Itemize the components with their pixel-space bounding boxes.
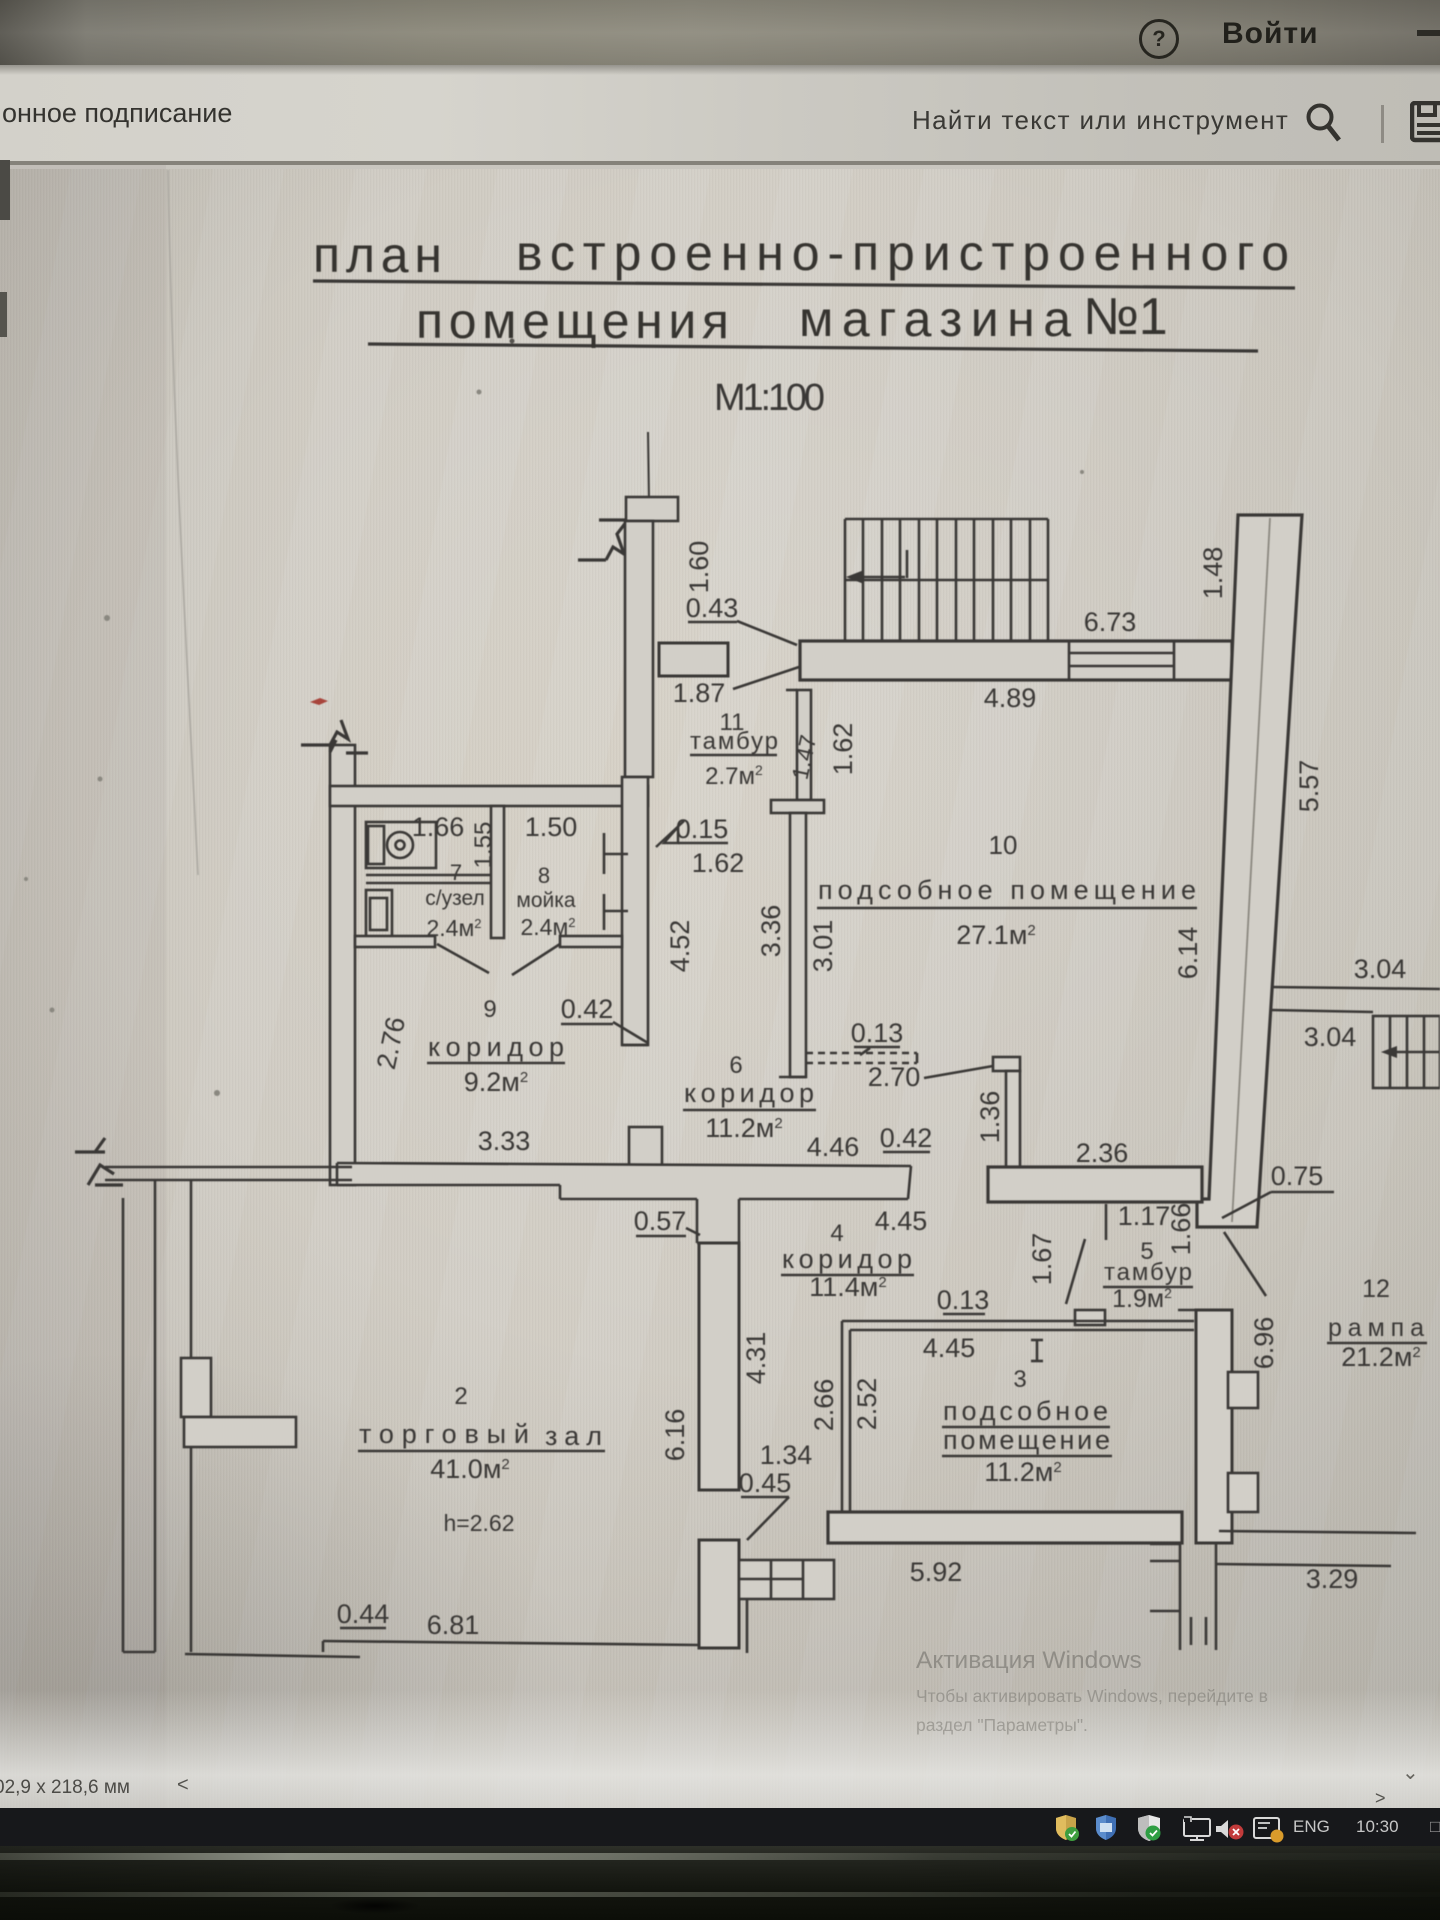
svg-text:встроенно-пристроенного: встроенно-пристроенного bbox=[516, 225, 1289, 281]
svg-text:8: 8 bbox=[538, 863, 550, 888]
svg-text:рампа: рампа bbox=[1328, 1314, 1424, 1342]
svg-text:помещения: помещения bbox=[416, 293, 729, 349]
svg-text:11.4м2: 11.4м2 bbox=[809, 1272, 886, 1302]
svg-text:0.42: 0.42 bbox=[561, 994, 614, 1024]
svg-text:1.17: 1.17 bbox=[1118, 1201, 1171, 1231]
svg-text:6.81: 6.81 bbox=[427, 1610, 480, 1640]
svg-text:№1: №1 bbox=[1083, 288, 1168, 346]
svg-text:2.76: 2.76 bbox=[371, 1014, 411, 1072]
svg-text:план: план bbox=[313, 227, 442, 283]
svg-text:помещение: помещение bbox=[943, 1425, 1110, 1455]
svg-text:0.13: 0.13 bbox=[851, 1018, 904, 1048]
svg-text:коридор: коридор bbox=[684, 1078, 814, 1108]
svg-text:3.36: 3.36 bbox=[756, 905, 786, 958]
svg-text:5.92: 5.92 bbox=[910, 1557, 963, 1587]
svg-text:тамбур: тамбур bbox=[690, 728, 778, 755]
svg-text:11: 11 bbox=[720, 709, 745, 736]
svg-text:4.46: 4.46 bbox=[807, 1132, 860, 1162]
svg-text:41.0м2: 41.0м2 bbox=[430, 1454, 509, 1484]
svg-text:0.42: 0.42 bbox=[880, 1123, 933, 1153]
svg-text:4.31: 4.31 bbox=[741, 1332, 771, 1385]
svg-text:0.44: 0.44 bbox=[337, 1599, 390, 1629]
svg-text:0.45: 0.45 bbox=[739, 1468, 792, 1498]
svg-text:4.89: 4.89 bbox=[984, 683, 1037, 713]
svg-text:торговый: торговый bbox=[359, 1419, 529, 1449]
svg-text:3.04: 3.04 bbox=[1304, 1022, 1357, 1052]
svg-text:1.66: 1.66 bbox=[1166, 1203, 1196, 1256]
svg-text:2.4м2: 2.4м2 bbox=[426, 915, 481, 941]
svg-text:1.62: 1.62 bbox=[692, 848, 745, 878]
svg-text:6: 6 bbox=[729, 1052, 742, 1079]
svg-text:0.13: 0.13 bbox=[937, 1285, 990, 1315]
svg-text:6.14: 6.14 bbox=[1173, 927, 1203, 980]
svg-text:2.52: 2.52 bbox=[852, 1378, 882, 1431]
svg-text:11.2м2: 11.2м2 bbox=[984, 1457, 1061, 1487]
svg-text:9: 9 bbox=[483, 996, 496, 1023]
svg-text:h=2.62: h=2.62 bbox=[444, 1510, 515, 1536]
svg-text:6.96: 6.96 bbox=[1249, 1317, 1279, 1370]
svg-text:2.70: 2.70 bbox=[868, 1062, 921, 1092]
svg-text:подсобное: подсобное bbox=[943, 1396, 1108, 1426]
svg-text:1.87: 1.87 bbox=[673, 678, 726, 708]
svg-text:зал: зал bbox=[545, 1421, 602, 1451]
svg-text:магазина: магазина bbox=[799, 291, 1071, 347]
svg-text:коридор: коридор bbox=[428, 1032, 564, 1062]
svg-text:0.43: 0.43 bbox=[686, 593, 739, 623]
svg-text:4.52: 4.52 bbox=[665, 920, 695, 973]
svg-text:4.45: 4.45 bbox=[923, 1333, 976, 1363]
svg-text:3: 3 bbox=[1013, 1366, 1026, 1393]
svg-text:6.16: 6.16 bbox=[660, 1409, 690, 1462]
svg-text:1.48: 1.48 bbox=[1198, 547, 1228, 600]
svg-text:6.73: 6.73 bbox=[1084, 607, 1137, 637]
svg-text:7: 7 bbox=[450, 860, 462, 885]
svg-text:1.66: 1.66 bbox=[412, 812, 465, 842]
svg-text:21.2м2: 21.2м2 bbox=[1341, 1342, 1420, 1372]
svg-text:3.33: 3.33 bbox=[478, 1126, 531, 1156]
svg-text:2.4м2: 2.4м2 bbox=[520, 914, 575, 940]
svg-text:0.75: 0.75 bbox=[1271, 1161, 1324, 1191]
svg-text:4.45: 4.45 bbox=[875, 1206, 928, 1236]
svg-text:1.34: 1.34 bbox=[760, 1440, 813, 1470]
svg-text:0.57: 0.57 bbox=[634, 1206, 687, 1236]
svg-text:3.01: 3.01 bbox=[808, 920, 838, 973]
svg-text:с/узел: с/узел bbox=[425, 887, 484, 910]
svg-text:1.50: 1.50 bbox=[525, 812, 578, 842]
svg-text:10: 10 bbox=[989, 830, 1018, 860]
svg-text:1.60: 1.60 bbox=[684, 541, 714, 594]
svg-text:мойка: мойка bbox=[516, 889, 575, 912]
svg-text:1.67: 1.67 bbox=[1027, 1233, 1057, 1286]
svg-text:27.1м2: 27.1м2 bbox=[956, 920, 1035, 950]
svg-text:1.36: 1.36 bbox=[975, 1091, 1005, 1144]
svg-text:9.2м2: 9.2м2 bbox=[464, 1067, 528, 1097]
svg-text:4: 4 bbox=[830, 1220, 843, 1247]
svg-text:5.57: 5.57 bbox=[1294, 760, 1324, 813]
svg-text:М1:100: М1:100 bbox=[714, 377, 825, 419]
svg-text:1.9м2: 1.9м2 bbox=[1112, 1285, 1172, 1313]
svg-text:подсобное помещение: подсобное помещение bbox=[818, 875, 1196, 905]
svg-text:1.47: 1.47 bbox=[787, 733, 822, 782]
svg-text:2: 2 bbox=[454, 1383, 467, 1410]
svg-text:2.36: 2.36 bbox=[1076, 1138, 1129, 1168]
svg-text:1.55: 1.55 bbox=[470, 822, 497, 869]
svg-text:2.7м2: 2.7м2 bbox=[705, 762, 763, 790]
svg-text:11.2м2: 11.2м2 bbox=[705, 1113, 782, 1143]
svg-text:5: 5 bbox=[1140, 1238, 1153, 1265]
svg-text:2.66: 2.66 bbox=[809, 1379, 839, 1432]
svg-text:0.15: 0.15 bbox=[676, 814, 729, 844]
svg-text:3.04: 3.04 bbox=[1354, 954, 1407, 984]
svg-text:коридор: коридор bbox=[782, 1244, 912, 1274]
svg-text:12: 12 bbox=[1362, 1275, 1390, 1303]
svg-text:тамбур: тамбур bbox=[1104, 1259, 1192, 1286]
svg-text:3.29: 3.29 bbox=[1306, 1564, 1359, 1594]
svg-text:1.62: 1.62 bbox=[828, 723, 858, 776]
